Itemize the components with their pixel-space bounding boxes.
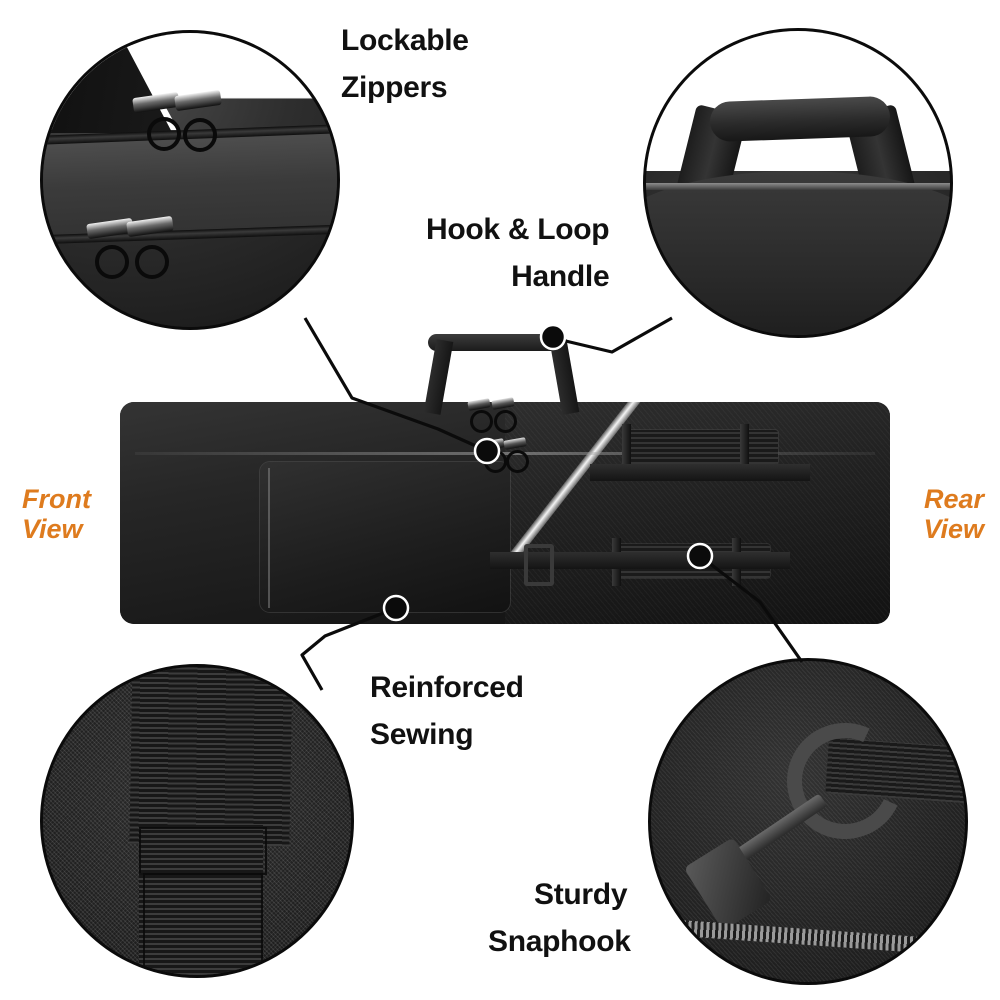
callout-line-2: Zippers bbox=[341, 70, 448, 104]
zipper-pull-ring-1 bbox=[147, 117, 181, 151]
rear-view-line-1: Rear bbox=[923, 484, 984, 514]
main-zipper-line bbox=[135, 452, 875, 455]
product-photo-rifle-case bbox=[120, 402, 890, 624]
reinforcement-stitch-box bbox=[139, 827, 267, 875]
reinforcement-stitch-box-lower bbox=[143, 873, 263, 975]
photo-flap-corner bbox=[43, 33, 173, 133]
detail-circle-lockable-zippers bbox=[40, 30, 340, 330]
callout-line-1: Lockable bbox=[341, 24, 469, 57]
callout-label-hook-and-loop-handle: Hook & Loop Handle bbox=[426, 207, 610, 300]
snaphook-detail-photo bbox=[651, 661, 965, 982]
callout-line-2: Sewing bbox=[370, 717, 474, 751]
carry-handle-leg-right bbox=[549, 339, 580, 415]
handle-detail-photo bbox=[646, 31, 950, 335]
case-zipper-strip bbox=[669, 919, 947, 955]
bag-zipper-pull-lower-2 bbox=[506, 450, 529, 473]
label-rear-view: Rear View bbox=[923, 484, 984, 544]
zipper-slider-2 bbox=[174, 89, 222, 112]
bag-zipper-pull-lower-1 bbox=[484, 450, 507, 473]
webbing-strap-tail bbox=[139, 825, 263, 975]
zipper-detail-photo bbox=[43, 33, 337, 327]
sewing-detail-photo bbox=[43, 667, 351, 975]
rear-strap-band-upper bbox=[590, 464, 810, 481]
zipper-pull-ring-4 bbox=[135, 245, 169, 279]
callout-line-1: Reinforced bbox=[370, 671, 524, 704]
bag-zipper-pull-upper-2 bbox=[494, 410, 517, 433]
zipper-pull-ring-3 bbox=[95, 245, 129, 279]
bag-body-arc bbox=[646, 170, 950, 335]
callout-line-2: Handle bbox=[511, 259, 610, 293]
handle-grip-pad bbox=[709, 95, 891, 143]
webbing-strap-vertical bbox=[129, 667, 293, 847]
front-zip-pocket bbox=[260, 462, 510, 612]
callout-label-lockable-zippers: Lockable Zippers bbox=[341, 18, 469, 111]
bag-zipper-line bbox=[646, 183, 950, 190]
detail-circle-reinforced-sewing bbox=[40, 664, 354, 978]
rear-strap-buckle bbox=[524, 544, 554, 586]
callout-label-reinforced-sewing: Reinforced Sewing bbox=[370, 665, 524, 758]
front-view-line-1: Front bbox=[22, 484, 91, 514]
rear-strap-loop-upper-right bbox=[740, 424, 749, 470]
callout-label-sturdy-snaphook: Sturdy Snaphook bbox=[488, 872, 631, 965]
rear-view-line-2: View bbox=[923, 514, 984, 545]
carry-handle bbox=[380, 330, 610, 415]
callout-line-1: Sturdy bbox=[534, 878, 628, 911]
label-front-view: Front View bbox=[22, 484, 91, 544]
rear-velcro-strap-upper bbox=[628, 430, 778, 464]
callout-line-2: Snaphook bbox=[488, 924, 631, 958]
front-pocket-zipper bbox=[268, 468, 270, 608]
bag-zipper-pull-upper-1 bbox=[470, 410, 493, 433]
zipper-pull-ring-2 bbox=[183, 118, 217, 152]
callout-line-1: Hook & Loop bbox=[426, 213, 610, 246]
detail-circle-hook-and-loop-handle bbox=[643, 28, 953, 338]
carry-handle-leg-left bbox=[423, 339, 454, 415]
front-view-line-2: View bbox=[22, 514, 83, 545]
carabiner-ring bbox=[770, 706, 920, 856]
detail-circle-sturdy-snaphook bbox=[648, 658, 968, 985]
rear-strap-loop-upper-left bbox=[622, 424, 631, 470]
